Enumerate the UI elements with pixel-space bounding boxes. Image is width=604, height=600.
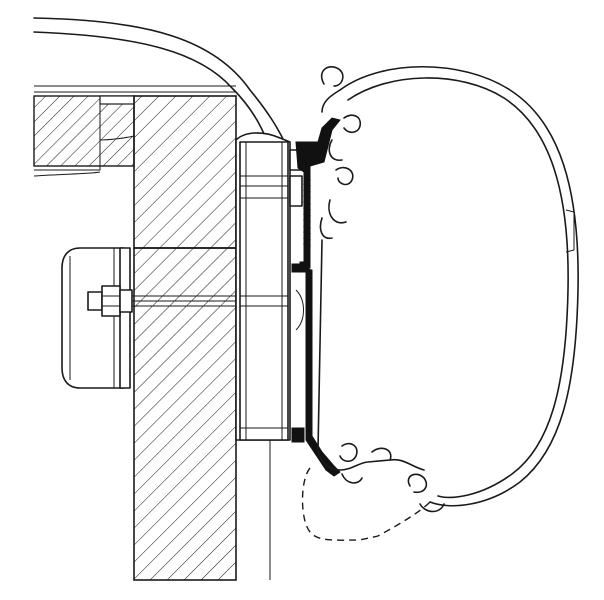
vehicle-wall-upper — [133, 95, 237, 249]
vehicle-wall-lower — [133, 247, 271, 581]
awning-cassette — [317, 65, 579, 507]
vehicle-roof-shell — [33, 17, 287, 146]
awning-lower-profile — [301, 442, 445, 541]
roof-rail-section — [33, 95, 135, 177]
adapter-bracket — [235, 132, 303, 441]
interior-cap — [61, 247, 131, 389]
mounting-bolt — [87, 285, 242, 317]
adapter-profile — [291, 117, 341, 477]
